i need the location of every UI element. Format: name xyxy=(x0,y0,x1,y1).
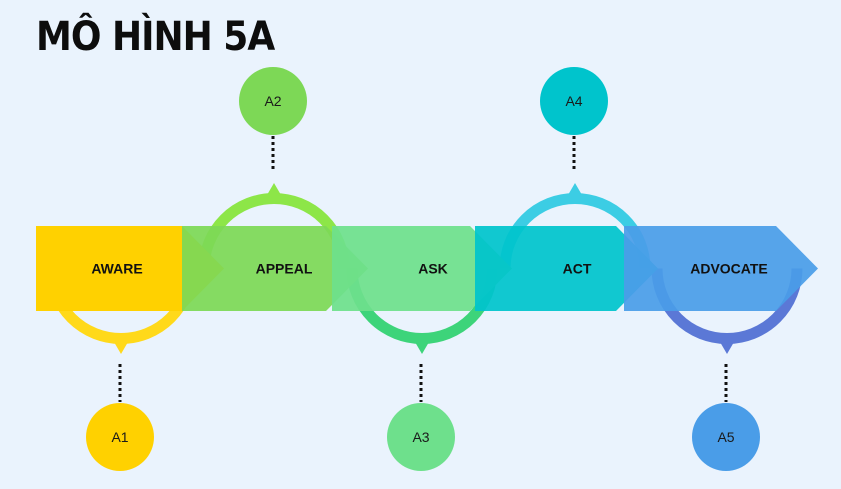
bubble-label-a1: A1 xyxy=(111,429,128,445)
bubble-label-a5: A5 xyxy=(717,429,734,445)
bubble-a1 xyxy=(86,403,154,471)
bubble-a5 xyxy=(692,403,760,471)
arc-pointer-appeal xyxy=(267,183,281,195)
bubble-label-a3: A3 xyxy=(412,429,429,445)
bubble-label-a2: A2 xyxy=(264,93,281,109)
connectors xyxy=(118,136,728,402)
stage-arrow-aware xyxy=(36,226,224,311)
stage-arrow-ask xyxy=(332,226,512,311)
stage-label-advocate: ADVOCATE xyxy=(690,261,768,277)
stage-label-act: ACT xyxy=(563,261,592,277)
bubble-a2 xyxy=(239,67,307,135)
stage-label-appeal: APPEAL xyxy=(256,261,313,277)
stage-label-aware: AWARE xyxy=(91,261,142,277)
bubble-a4 xyxy=(540,67,608,135)
stage-arrows: AWARE APPEAL ASK ACT ADVOCATE xyxy=(36,226,818,311)
bubble-a3 xyxy=(387,403,455,471)
arc-pointer-act xyxy=(568,183,582,195)
arc-pointer-ask xyxy=(415,342,429,354)
bubble-label-a4: A4 xyxy=(565,93,582,109)
arc-pointer-advocate xyxy=(720,342,734,354)
stage-arrow-act xyxy=(475,226,658,311)
stage-arrow-appeal xyxy=(182,226,368,311)
stage-label-ask: ASK xyxy=(418,261,448,277)
arc-pointer-aware xyxy=(114,342,128,354)
stage-arrow-advocate xyxy=(624,226,818,311)
page-title: MÔ HÌNH 5A xyxy=(36,14,275,60)
